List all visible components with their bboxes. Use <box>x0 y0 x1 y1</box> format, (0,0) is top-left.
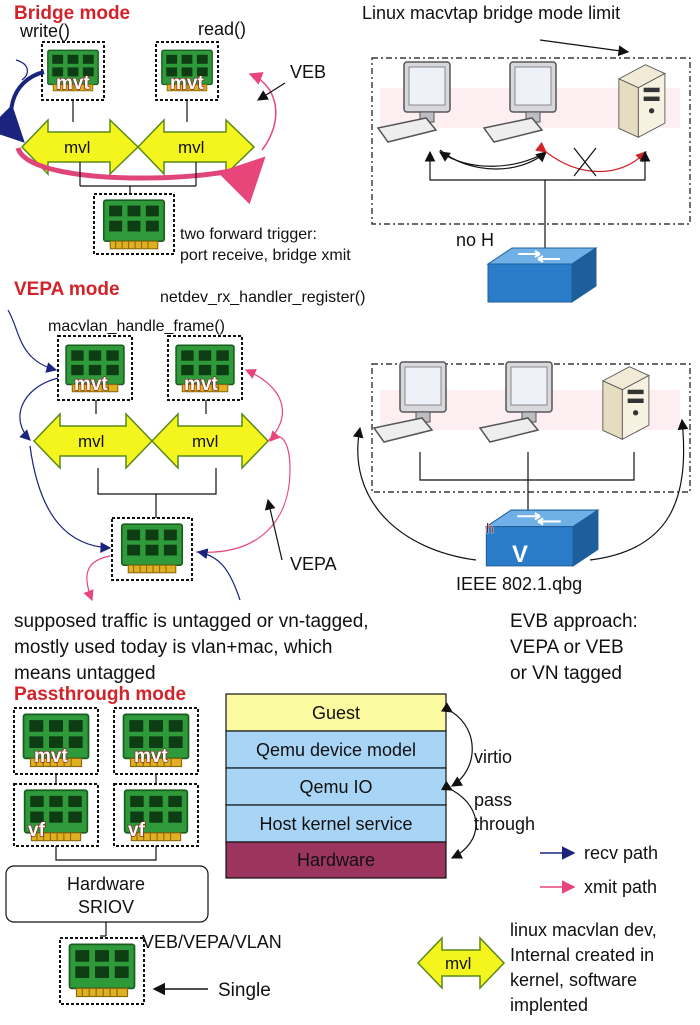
note-line3: means untagged <box>14 663 156 684</box>
mvt-label: mvt <box>170 73 204 94</box>
mvl-desc-line4: implented <box>510 995 588 1015</box>
trigger-line1: two forward trigger: <box>180 226 317 243</box>
virtio-label: virtio <box>474 747 512 767</box>
mvl-label: mvl <box>192 432 218 451</box>
mvt-label: mvt <box>34 746 68 767</box>
hardware-sriov-box <box>5 865 209 923</box>
evb-line3: or VN tagged <box>510 663 622 684</box>
vf-label: vf <box>28 820 46 841</box>
switch-icon <box>487 247 597 303</box>
through-label: through <box>474 814 535 834</box>
limit-host-box <box>371 57 691 225</box>
read-call-label: read() <box>198 19 246 39</box>
switch-h-label: h <box>486 520 494 536</box>
veb-label: VEB <box>290 62 326 82</box>
bridge-mvt-right: mvt <box>155 41 219 101</box>
vepa-mvt-left: mvt <box>57 335 133 401</box>
vepa-xmit-path <box>195 430 291 553</box>
server-icon <box>618 64 666 138</box>
no-h-label: no H <box>456 230 494 250</box>
layer-hardware <box>225 841 447 879</box>
layer-label: Hardware <box>297 850 375 870</box>
veb-vepa-vlan-label: VEB/VEPA/VLAN <box>142 932 282 952</box>
vepa-recv-path-top <box>7 309 58 373</box>
layer-label: Guest <box>312 703 360 723</box>
pt-mvt-left: mvt <box>13 707 99 775</box>
mvl-label: mvl <box>78 432 104 451</box>
limit-title: Linux macvtap bridge mode limit <box>362 3 620 23</box>
pass-through-arrow <box>440 780 477 859</box>
layer-label: Qemu device model <box>256 740 416 760</box>
virtio-arrow <box>441 702 473 787</box>
mvl-label: mvl <box>445 954 471 973</box>
ieee-label: IEEE 802.1.qbg <box>456 574 582 594</box>
bridge-physical-nic <box>93 193 175 255</box>
passthrough-mode-title: Passthrough mode <box>14 684 186 705</box>
mvt-label: mvt <box>134 746 168 767</box>
server-icon <box>602 366 650 440</box>
mvl-desc-line1: linux macvlan dev, <box>510 920 657 940</box>
mvl-label: mvl <box>64 138 90 157</box>
vepa-xmit-path-down <box>83 555 111 602</box>
bridge-recv-path <box>0 70 45 143</box>
blocked-cross-icon <box>573 147 597 177</box>
vepa-switch-icon: h V <box>485 509 599 568</box>
single-label: Single <box>218 980 271 1001</box>
note-line1: supposed traffic is untagged or vn-tagge… <box>14 611 369 632</box>
vepa-mode-title: VEPA mode <box>14 279 120 300</box>
evb-line1: EVB approach: <box>510 611 638 632</box>
xmit-path-legend: xmit path <box>584 877 657 897</box>
pt-physical-nic <box>59 937 145 1005</box>
vepa-mvt-right: mvt <box>167 335 243 401</box>
mvt-label: mvt <box>56 73 90 94</box>
rx-handler-register-label: netdev_rx_handler_register() <box>160 289 365 306</box>
mvl-desc-line2: Internal created in <box>510 945 654 965</box>
mvl-label: mvl <box>178 138 204 157</box>
note-line2: mostly used today is vlan+mac, which <box>14 637 332 658</box>
vepa-recv-path-bottom <box>196 548 241 601</box>
layer-host-kernel-service <box>225 804 447 843</box>
mvt-label: mvt <box>184 374 218 395</box>
pass-label: pass <box>474 790 512 810</box>
recv-path-legend: recv path <box>584 843 658 863</box>
bridge-mvt-left: mvt <box>41 41 105 101</box>
trigger-line2: port receive, bridge xmit <box>180 247 351 264</box>
pt-vf-left: vf <box>13 783 99 847</box>
layer-qemu-io <box>225 767 447 806</box>
layer-label: Host kernel service <box>259 814 412 834</box>
layer-qemu-device-model <box>225 730 447 769</box>
vepa-physical-nic <box>111 517 193 581</box>
mvt-label: mvt <box>74 374 108 395</box>
vf-label: vf <box>128 820 146 841</box>
vepa-mvl-right-arrow: mvl <box>150 412 270 470</box>
switch-v-label: V <box>512 541 528 568</box>
pt-mvt-right: mvt <box>113 707 199 775</box>
write-call-label: write() <box>19 21 70 41</box>
layer-label: Qemu IO <box>299 777 372 797</box>
mvl-legend-arrow: mvl <box>416 936 506 990</box>
vepa-mvl-left-arrow: mvl <box>32 412 154 470</box>
evb-line2: VEPA or VEB <box>510 637 624 658</box>
layer-stack: Guest Qemu device model Qemu IO Host ker… <box>225 693 447 879</box>
mvl-desc-line3: kernel, software <box>510 970 637 990</box>
bridge-xmit-path <box>15 146 266 205</box>
hw-label-line2: SRIOV <box>78 897 134 917</box>
vepa-label: VEPA <box>290 554 337 574</box>
hw-label-line1: Hardware <box>67 874 145 894</box>
bridge-mode-title: Bridge mode <box>14 3 130 24</box>
pt-vf-right: vf <box>113 783 199 847</box>
handle-frame-label: macvlan_handle_frame() <box>48 318 225 335</box>
